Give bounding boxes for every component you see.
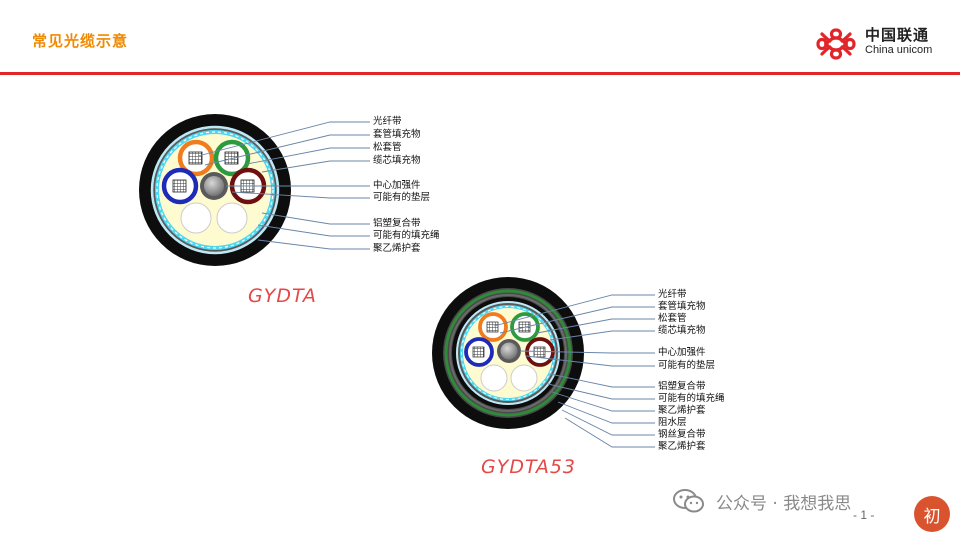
gydta-label-fiber-ribbon: 光纤带 (373, 116, 402, 127)
gydta53-label-aluminum-tape: 铝塑复合带 (658, 381, 706, 392)
header-rule (0, 72, 960, 75)
gydta-label-core-filler: 缆芯填充物 (373, 155, 421, 166)
gydta-label-aluminum-tape: 铝塑复合带 (373, 218, 421, 229)
gydta-label-tube-filler: 套管填充物 (373, 129, 421, 140)
gydta53-label-bedding: 可能有的垫层 (658, 360, 716, 371)
gydta53-label-central-strength-member: 中心加强件 (658, 347, 706, 358)
gydta-label-pe-sheath: 聚乙烯护套 (373, 243, 421, 254)
china-unicom-knot-icon (816, 28, 856, 60)
watermark: 公众号 · 我想我思 (672, 486, 851, 516)
gydta53-label-pe-sheath-inner: 聚乙烯护套 (658, 405, 706, 416)
gydta53-label-filler-rope: 可能有的填充绳 (658, 393, 725, 404)
gydta53-label-tube-filler: 套管填充物 (658, 301, 706, 312)
gydta53-model-name: GYDTA53 (481, 456, 576, 478)
gydta53-label-fiber-ribbon: 光纤带 (658, 289, 687, 300)
page-title: 常见光缆示意 (32, 32, 129, 50)
gydta-label-loose-tube: 松套管 (373, 142, 402, 153)
logo-name-cn: 中国联通 (865, 26, 930, 44)
corner-badge: 初 (914, 496, 950, 532)
cable-cross-section-gydta53 (432, 277, 655, 448)
gydta53-label-water-blocking-layer: 阻水层 (658, 417, 687, 428)
page-number: - 1 - (853, 508, 875, 522)
gydta53-label-steel-tape: 钢丝复合带 (658, 429, 706, 440)
gydta-label-central-strength-member: 中心加强件 (373, 180, 421, 191)
gydta-label-filler-rope: 可能有的填充绳 (373, 230, 440, 241)
wechat-icon (673, 489, 704, 513)
cable-cross-section-gydta (139, 114, 370, 266)
china-unicom-logo: 中国联通 China unicom (812, 24, 942, 64)
watermark-text: 公众号 · 我想我思 (716, 493, 852, 514)
gydta53-label-loose-tube: 松套管 (658, 313, 687, 324)
logo-name-en: China unicom (865, 44, 933, 56)
gydta53-label-core-filler: 缆芯填充物 (658, 325, 706, 336)
gydta-model-name: GYDTA (248, 285, 317, 307)
gydta53-label-pe-sheath-outer: 聚乙烯护套 (658, 441, 706, 452)
gydta-label-bedding: 可能有的垫层 (373, 192, 431, 203)
